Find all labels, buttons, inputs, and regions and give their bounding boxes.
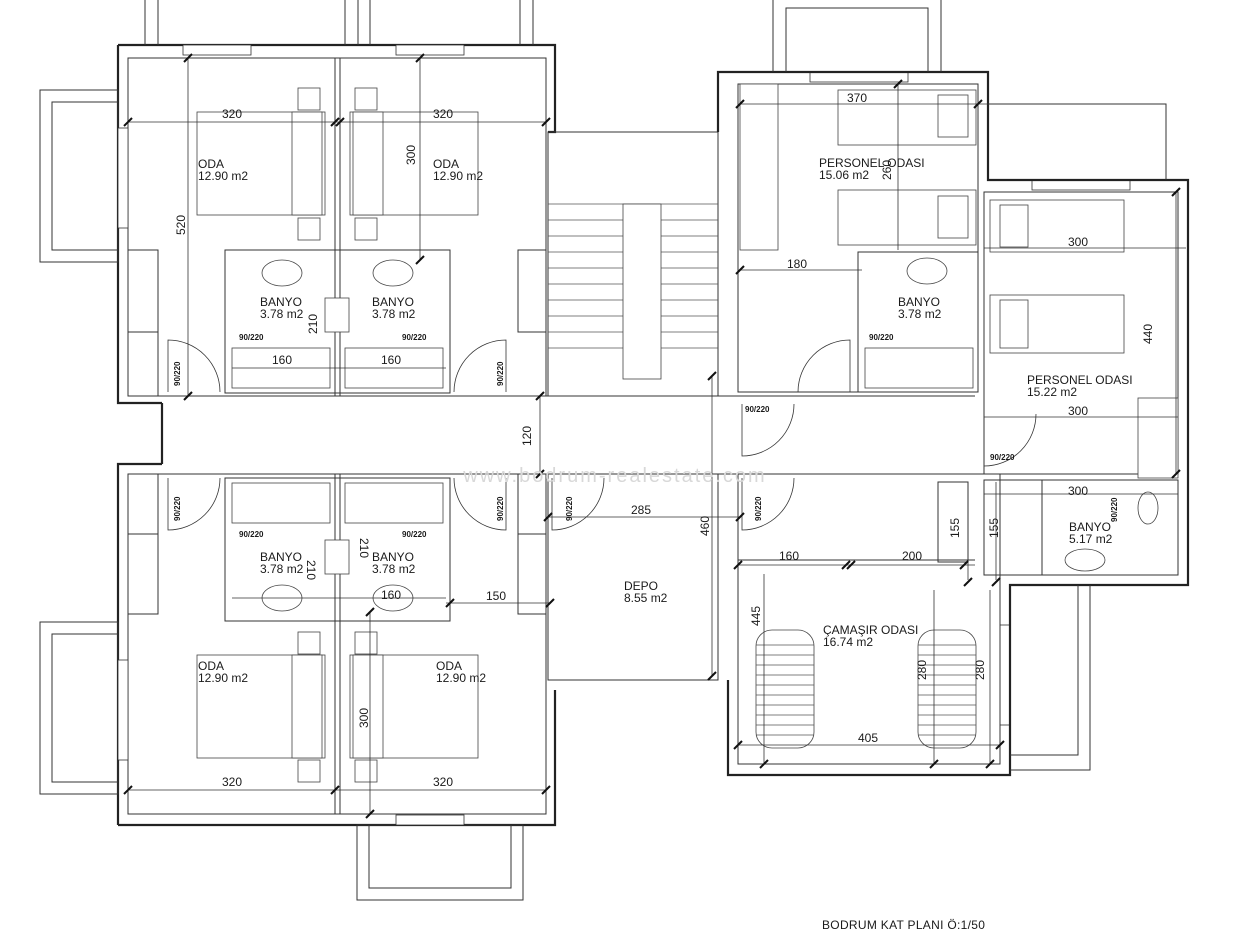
laundry-units (755, 629, 977, 749)
dimension-ticks (123, 53, 1181, 819)
depo-walls (547, 474, 719, 681)
room-area-banyo-tr: 3.78 m2 (372, 307, 416, 321)
beds (196, 83, 1125, 783)
dim-160-tr: 160 (381, 353, 401, 367)
dim-300-banyo: 300 (1068, 484, 1088, 498)
dim-445: 445 (749, 606, 763, 626)
plan-title: BODRUM KAT PLANI Ö:1/50 (822, 918, 985, 930)
door-tag: 90/220 (239, 333, 264, 342)
door-tag: 90/220 (496, 496, 505, 521)
room-area-personel-1: 15.06 m2 (819, 168, 869, 182)
staircase (547, 131, 719, 397)
door-tag: 90/220 (745, 405, 770, 414)
dim-280-b: 280 (973, 660, 987, 680)
dim-160-tl: 160 (272, 353, 292, 367)
room-area-banyo-tl: 3.78 m2 (260, 307, 304, 321)
room-area-oda-bl: 12.90 m2 (198, 671, 248, 685)
dim-155-a: 155 (948, 518, 962, 538)
dim-260: 260 (880, 160, 894, 180)
door-tag: 90/220 (173, 496, 182, 521)
dim-320-tl: 320 (222, 107, 242, 121)
room-name-oda-br: ODA (436, 659, 462, 673)
door-tag: 90/220 (1110, 497, 1119, 522)
dim-300-p2-mid: 300 (1068, 404, 1088, 418)
door-tag: 90/220 (402, 333, 427, 342)
door-tags: 90/220 90/220 90/220 90/220 90/220 90/22… (173, 333, 1119, 539)
dim-160-br: 160 (381, 588, 401, 602)
room-name-personel-2: PERSONEL ODASI (1027, 373, 1133, 387)
dim-280-a: 280 (915, 660, 929, 680)
door-tag: 90/220 (496, 361, 505, 386)
dim-460: 460 (698, 516, 712, 536)
room-name-personel-1: PERSONEL ODASI (819, 156, 925, 170)
room-name-banyo-bl: BANYO (260, 550, 302, 564)
dim-285: 285 (631, 503, 651, 517)
dim-180: 180 (787, 257, 807, 271)
dim-440: 440 (1141, 324, 1155, 344)
room-area-banyo-small: 5.17 m2 (1069, 532, 1113, 546)
door-tag: 90/220 (402, 530, 427, 539)
dim-150: 150 (486, 589, 506, 603)
dim-210-top: 210 (306, 314, 320, 334)
room-name-oda-bl: ODA (198, 659, 224, 673)
door-tag: 90/220 (239, 530, 264, 539)
dim-320-tr: 320 (433, 107, 453, 121)
dim-210-br: 210 (357, 538, 371, 558)
room-area-oda-tr: 12.90 m2 (433, 169, 483, 183)
dim-320-bl: 320 (222, 775, 242, 789)
room-area-personel-2: 15.22 m2 (1027, 385, 1077, 399)
dim-300-tr: 300 (404, 145, 418, 165)
dimension-lines (128, 58, 1186, 814)
door-tag: 90/220 (990, 453, 1015, 462)
dim-200: 200 (902, 549, 922, 563)
room-name-banyo-br: BANYO (372, 550, 414, 564)
room-name-banyo-tr: BANYO (372, 295, 414, 309)
room-area-oda-br: 12.90 m2 (436, 671, 486, 685)
room-area-depo: 8.55 m2 (624, 591, 668, 605)
room-area-camasir: 16.74 m2 (823, 635, 873, 649)
room-name-banyo-tl: BANYO (260, 295, 302, 309)
dim-300-br: 300 (357, 708, 371, 728)
room-name-depo: DEPO (624, 579, 658, 593)
room-area-oda-tl: 12.90 m2 (198, 169, 248, 183)
door-tag: 90/220 (754, 496, 763, 521)
dim-405: 405 (858, 731, 878, 745)
room-area-banyo-p: 3.78 m2 (898, 307, 942, 321)
room-labels: ODA 12.90 m2 ODA 12.90 m2 ODA 12.90 m2 O… (198, 156, 1133, 685)
door-tag: 90/220 (565, 496, 574, 521)
watermark-text: www.bodrum-realestate.com (462, 465, 766, 487)
dim-210-bl: 210 (304, 560, 318, 580)
dim-520: 520 (174, 215, 188, 235)
room-name-oda-tl: ODA (198, 157, 224, 171)
dim-155-b: 155 (987, 518, 1001, 538)
room-name-banyo-p: BANYO (898, 295, 940, 309)
dimension-labels: 320 320 320 320 520 300 300 210 210 210 … (174, 91, 1155, 789)
dim-370: 370 (847, 91, 867, 105)
door-swings (167, 339, 1037, 531)
room-area-banyo-bl: 3.78 m2 (260, 562, 304, 576)
room-name-camasir: ÇAMAŞIR ODASI (823, 623, 918, 637)
room-name-oda-tr: ODA (433, 157, 459, 171)
door-tag: 90/220 (869, 333, 894, 342)
right-block-walls (716, 0, 1190, 777)
dim-300-p2-top: 300 (1068, 235, 1088, 249)
door-tag: 90/220 (173, 361, 182, 386)
dim-160-camasir: 160 (779, 549, 799, 563)
dim-120: 120 (520, 426, 534, 446)
room-area-banyo-br: 3.78 m2 (372, 562, 416, 576)
room-name-banyo-small: BANYO (1069, 520, 1111, 534)
dim-320-br: 320 (433, 775, 453, 789)
